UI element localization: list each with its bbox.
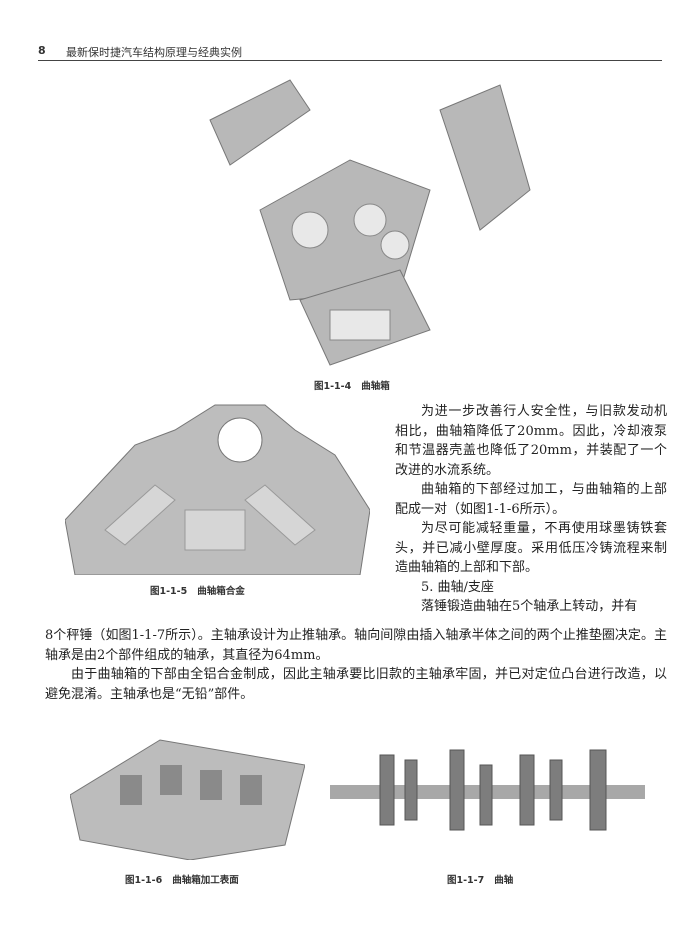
section-heading: 5. 曲轴/支座 [421,579,494,595]
page-header: 8 最新保时捷汽车结构原理与经典实例 [38,42,662,61]
paragraph: 曲轴箱的下部经过加工，与曲轴箱的上部配成一对（如图1-1-6所示）。 [395,482,667,517]
figure-crankcase-alloy-image [65,400,370,575]
right-column-text: 为进一步改善行人安全性，与旧款发动机相比，曲轴箱降低了20mm。因此，冷却液泵和… [395,402,667,617]
paragraph: 为尽可能减轻重量，不再使用球墨铸铁套头，并已减小壁厚度。采用低压冷铸流程来制造曲… [395,521,667,575]
figure-machined-surface-image [70,735,305,860]
page-number: 8 [38,44,46,57]
full-width-text: 8个秤锤（如图1-1-7所示）。主轴承设计为止推轴承。轴向间隙由插入轴承半体之间… [45,626,667,704]
figure-crankshaft-image [330,745,645,840]
figure-crankcase-image [200,70,540,370]
paragraph-continued: 8个秤锤（如图1-1-7所示）。主轴承设计为止推轴承。轴向间隙由插入轴承半体之间… [45,628,667,663]
paragraph: 由于曲轴箱的下部由全铝合金制成，因此主轴承要比旧款的主轴承牢固，并已对定位凸台进… [45,667,667,702]
paragraph-start: 落锤锻造曲轴在5个轴承上转动，并有 [421,599,638,614]
paragraph: 为进一步改善行人安全性，与旧款发动机相比，曲轴箱降低了20mm。因此，冷却液泵和… [395,404,667,478]
book-title: 最新保时捷汽车结构原理与经典实例 [66,46,242,59]
